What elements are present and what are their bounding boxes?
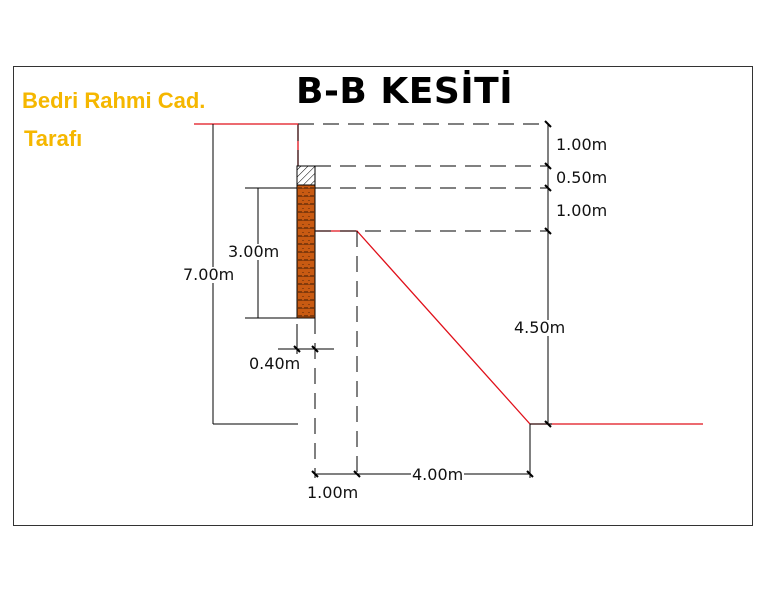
dim-bottom-offset: 1.00m <box>307 483 359 502</box>
dim-bottom-horizontal: 4.00m <box>411 465 465 484</box>
dimension-lines <box>212 124 552 478</box>
ground-profile <box>194 123 703 425</box>
dim-total-height: 7.00m <box>182 265 236 284</box>
retaining-wall <box>296 184 316 319</box>
street-label-line2: Tarafı <box>24 126 83 151</box>
dim-wall-height: 3.00m <box>227 242 281 261</box>
dimension-ticks <box>293 120 552 478</box>
section-title: B-B KESİTİ <box>296 71 514 112</box>
street-label-line1: Bedri Rahmi Cad. <box>22 88 206 113</box>
dim-top-2: 0.50m <box>556 168 608 187</box>
dim-top-1: 1.00m <box>556 135 608 154</box>
dim-top-3: 1.00m <box>556 201 608 220</box>
dim-right-vertical: 4.50m <box>513 318 567 337</box>
drawing-frame <box>13 66 753 526</box>
capping-beam <box>296 165 316 186</box>
dim-wall-width: 0.40m <box>249 354 301 373</box>
construction-lines <box>297 123 548 478</box>
